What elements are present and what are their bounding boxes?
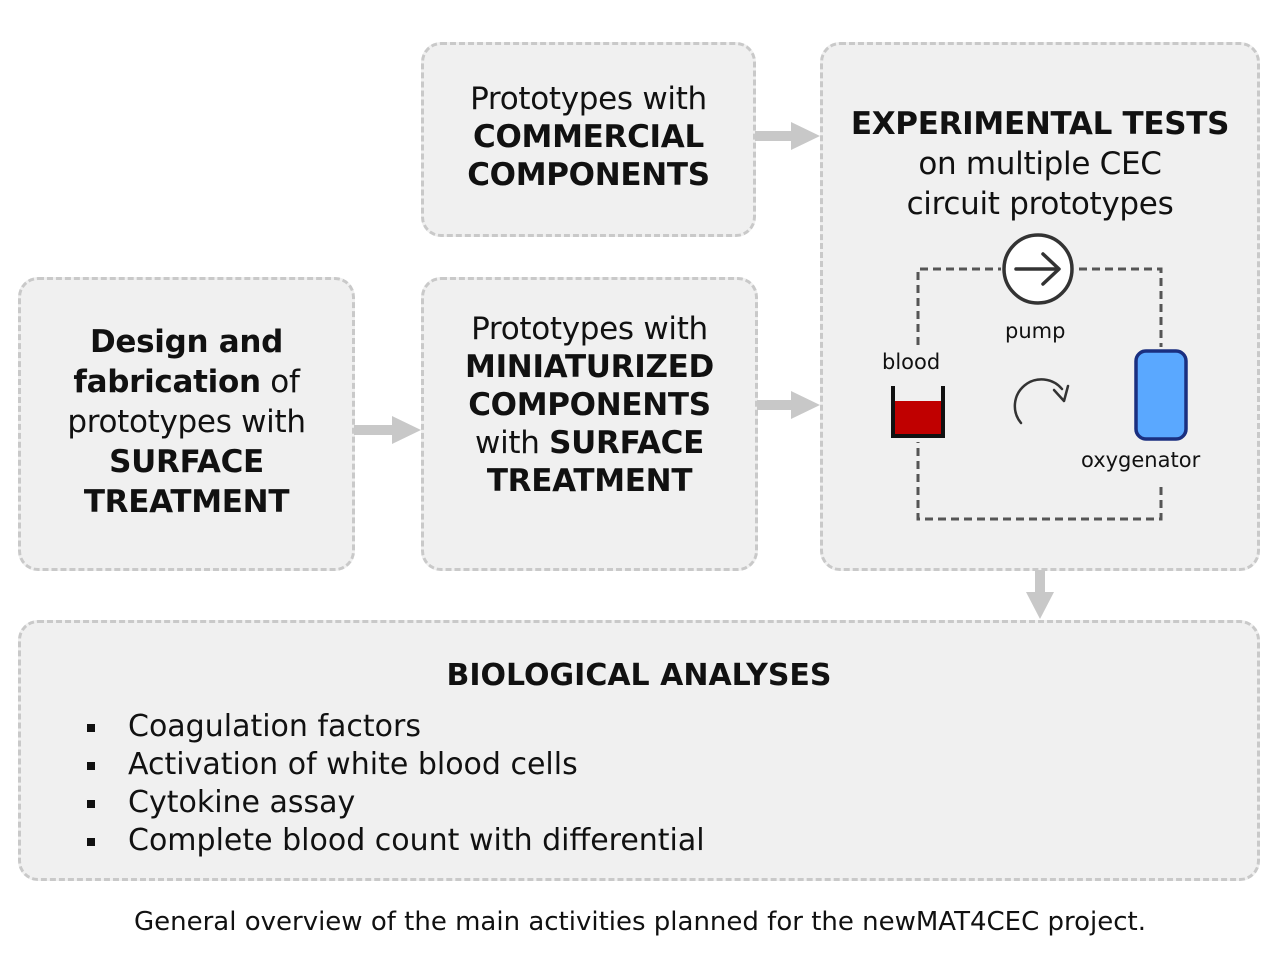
- circuit-segment-blood-to-pump: [916, 267, 1001, 345]
- experimental-tests-text: EXPERIMENTAL TESTS on multiple CEC circu…: [823, 104, 1257, 224]
- circuit-segment-pump-to-oxygenator: [1079, 267, 1163, 347]
- list-item: Activation of white blood cells: [81, 746, 705, 784]
- oxygenator-icon: [1134, 349, 1188, 441]
- arrow-miniaturized-to-experimental: [757, 391, 820, 419]
- commercial-line-3: COMPONENTS: [467, 157, 710, 193]
- pump-label: pump: [1005, 319, 1066, 343]
- arrow-commercial-to-experimental: [755, 122, 820, 150]
- experimental-line-3: circuit prototypes: [906, 186, 1174, 222]
- pump-arrow-icon: [1002, 233, 1074, 305]
- miniaturized-line-5: TREATMENT: [486, 463, 693, 499]
- list-item: Complete blood count with differential: [81, 822, 705, 860]
- miniaturized-line-4-bold: SURFACE: [549, 425, 704, 461]
- miniaturized-line-1: Prototypes with: [471, 311, 708, 347]
- commercial-line-1: Prototypes with: [470, 81, 707, 117]
- arrow-experimental-to-biological: [1026, 570, 1054, 619]
- circuit-loop: [916, 267, 1163, 521]
- commercial-components-text: Prototypes with COMMERCIAL COMPONENTS: [424, 80, 753, 194]
- design-line-2-rest: of: [260, 364, 300, 400]
- miniaturized-line-3: COMPONENTS: [468, 387, 711, 423]
- biological-analyses-box: BIOLOGICAL ANALYSES Coagulation factors …: [18, 620, 1260, 881]
- miniaturized-line-4: with SURFACE: [424, 424, 755, 462]
- oxygenator-label: oxygenator: [1081, 448, 1201, 472]
- design-line-2: fabrication of: [21, 362, 352, 402]
- biological-analyses-title: BIOLOGICAL ANALYSES: [446, 658, 832, 693]
- experimental-tests-box: EXPERIMENTAL TESTS on multiple CEC circu…: [820, 42, 1260, 571]
- design-fabrication-box: Design and fabrication of prototypes wit…: [18, 277, 355, 571]
- blood-label: blood: [882, 350, 941, 374]
- arrow-design-to-miniaturized: [354, 416, 421, 444]
- design-line-5: TREATMENT: [83, 484, 290, 520]
- circuit-diagram: [891, 233, 1188, 521]
- commercial-line-2: COMMERCIAL: [473, 119, 704, 155]
- flow-direction-icon: [1013, 378, 1070, 425]
- biological-analyses-list: Coagulation factors Activation of white …: [81, 708, 705, 860]
- miniaturized-line-4-pre: with: [475, 425, 550, 461]
- miniaturized-components-box: Prototypes with MINIATURIZED COMPONENTS …: [421, 277, 758, 571]
- commercial-components-box: Prototypes with COMMERCIAL COMPONENTS: [421, 42, 756, 237]
- experimental-line-2: on multiple CEC: [918, 146, 1162, 182]
- experimental-title: EXPERIMENTAL TESTS: [850, 106, 1230, 142]
- design-line-1: Design and: [89, 324, 284, 360]
- design-fabrication-text: Design and fabrication of prototypes wit…: [21, 322, 352, 522]
- design-line-3: prototypes with: [67, 404, 306, 440]
- list-item: Coagulation factors: [81, 708, 705, 746]
- miniaturized-line-2: MINIATURIZED: [465, 349, 714, 385]
- list-item: Cytokine assay: [81, 784, 705, 822]
- circuit-segment-oxygenator-to-blood: [916, 442, 1163, 521]
- blood-container-icon: [891, 386, 945, 438]
- figure-caption: General overview of the main activities …: [133, 907, 1146, 937]
- design-line-2-bold: fabrication: [73, 364, 261, 400]
- miniaturized-components-text: Prototypes with MINIATURIZED COMPONENTS …: [424, 310, 755, 500]
- design-line-4: SURFACE: [109, 444, 264, 480]
